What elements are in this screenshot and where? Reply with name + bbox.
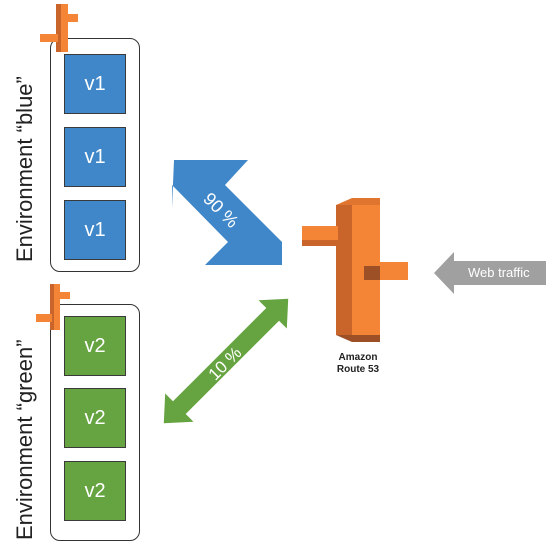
route53-main-icon	[302, 198, 408, 342]
version-block-blue-2: v1	[64, 127, 126, 187]
route53-small-icon-blue	[40, 4, 78, 52]
route53-caption: Amazon Route 53	[318, 352, 398, 376]
blue-traffic-arrow	[172, 160, 282, 265]
route53-caption-line2: Route 53	[336, 364, 380, 375]
version-block-green-1: v2	[64, 316, 126, 376]
green-traffic-arrow	[163, 298, 289, 424]
version-block-green-3: v2	[64, 461, 126, 521]
route53-caption-line1: Amazon	[338, 352, 378, 363]
web-traffic-arrow	[434, 252, 546, 294]
version-block-green-2: v2	[64, 388, 126, 448]
route53-small-icon-green	[36, 284, 70, 330]
web-traffic-label: Web traffic	[468, 265, 530, 280]
version-block-blue-3: v1	[64, 200, 126, 260]
version-block-blue-1: v1	[64, 54, 126, 114]
